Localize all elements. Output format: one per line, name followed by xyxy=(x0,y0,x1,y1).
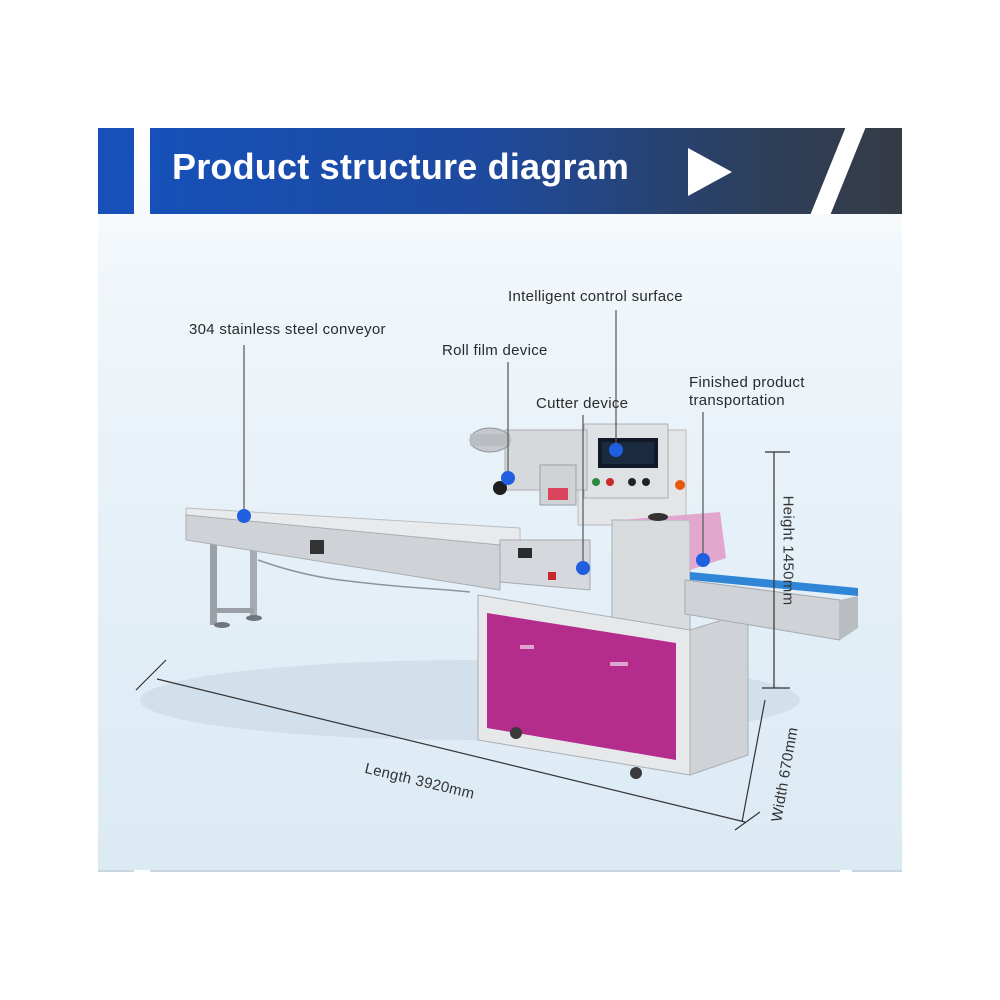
knob-2 xyxy=(642,478,650,486)
cutter-red-knob xyxy=(548,572,556,580)
caster-2 xyxy=(630,767,642,779)
start-button xyxy=(592,478,600,486)
magenta-door xyxy=(487,613,676,760)
callout-roll-film-label: Roll film device xyxy=(442,342,548,359)
main-cabinet-side xyxy=(689,611,749,776)
caster-1 xyxy=(510,727,522,739)
conveyor-leg-brace xyxy=(216,608,254,613)
marker-roll-film xyxy=(501,471,515,485)
conveyor-leg-back xyxy=(250,530,257,620)
cutter-housing xyxy=(499,539,591,591)
knob-1 xyxy=(628,478,636,486)
height-dimension-label: Height 1450mm xyxy=(779,495,797,606)
marker-finished xyxy=(696,553,710,567)
door-handle-left xyxy=(520,645,534,649)
output-tower xyxy=(611,519,691,631)
callout-control-label: Intelligent control surface xyxy=(508,288,683,305)
cutter-control xyxy=(518,548,532,558)
marker-control xyxy=(609,443,623,457)
output-conveyor-end xyxy=(840,596,858,640)
callout-cutter-label: Cutter device xyxy=(536,395,629,412)
red-roller xyxy=(548,488,568,500)
callout-conveyor-label: 304 stainless steel conveyor xyxy=(189,321,386,338)
bottom-rule-left xyxy=(98,870,134,872)
emergency-button xyxy=(675,480,685,490)
marker-conveyor xyxy=(237,509,251,523)
conveyor-switch xyxy=(310,540,324,554)
conveyor-leg-front xyxy=(210,530,217,625)
tower-handwheel xyxy=(648,513,668,521)
header-accent-block xyxy=(98,128,134,214)
length-tick-left xyxy=(135,659,167,691)
callout-finished-line-2: transportation xyxy=(689,392,785,409)
page-title: Product structure diagram xyxy=(172,146,630,187)
conveyor-foot xyxy=(214,622,230,628)
length-dimension-line xyxy=(156,678,746,823)
conveyor-foot-back xyxy=(246,615,262,621)
play-arrow-icon xyxy=(688,148,732,196)
bottom-rule-main xyxy=(150,870,840,872)
diagram-panel xyxy=(98,128,902,870)
conveyor-side xyxy=(185,514,501,591)
marker-cutter xyxy=(576,561,590,575)
header-bar xyxy=(150,128,902,214)
conveyor-pusher-chain xyxy=(257,559,471,593)
callout-finished-label: Finished product transportation xyxy=(689,374,805,410)
film-shaft xyxy=(470,434,510,446)
bottom-rule-right xyxy=(852,870,902,872)
door-handle-right xyxy=(610,662,628,666)
stop-button xyxy=(606,478,614,486)
width-dimension-line xyxy=(741,699,766,823)
callout-finished-line-1: Finished product xyxy=(689,374,805,391)
film-knob xyxy=(493,481,507,495)
length-tick-right xyxy=(734,811,761,831)
